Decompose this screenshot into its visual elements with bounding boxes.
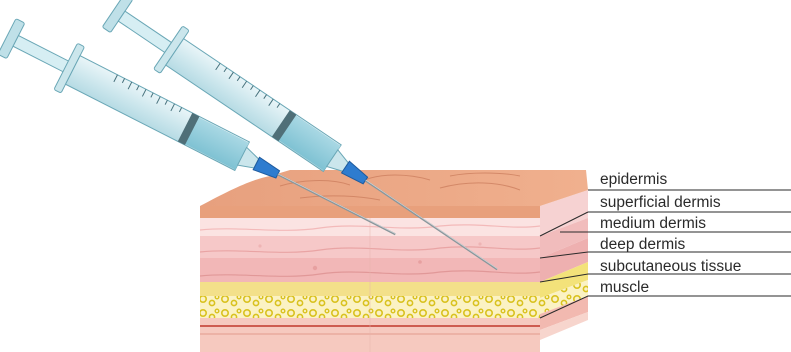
skin-front-layers — [200, 206, 540, 352]
layer-epidermis-front — [200, 206, 540, 218]
skin-block — [200, 170, 588, 352]
label-medium-dermis: medium dermis — [600, 215, 706, 232]
skin-side-face — [540, 190, 588, 340]
label-muscle: muscle — [600, 279, 649, 296]
label-subcutaneous-tissue: subcutaneous tissue — [600, 258, 741, 275]
label-deep-dermis: deep dermis — [600, 236, 686, 253]
label-superficial-dermis: superficial dermis — [600, 194, 721, 211]
label-epidermis: epidermis — [600, 171, 667, 188]
